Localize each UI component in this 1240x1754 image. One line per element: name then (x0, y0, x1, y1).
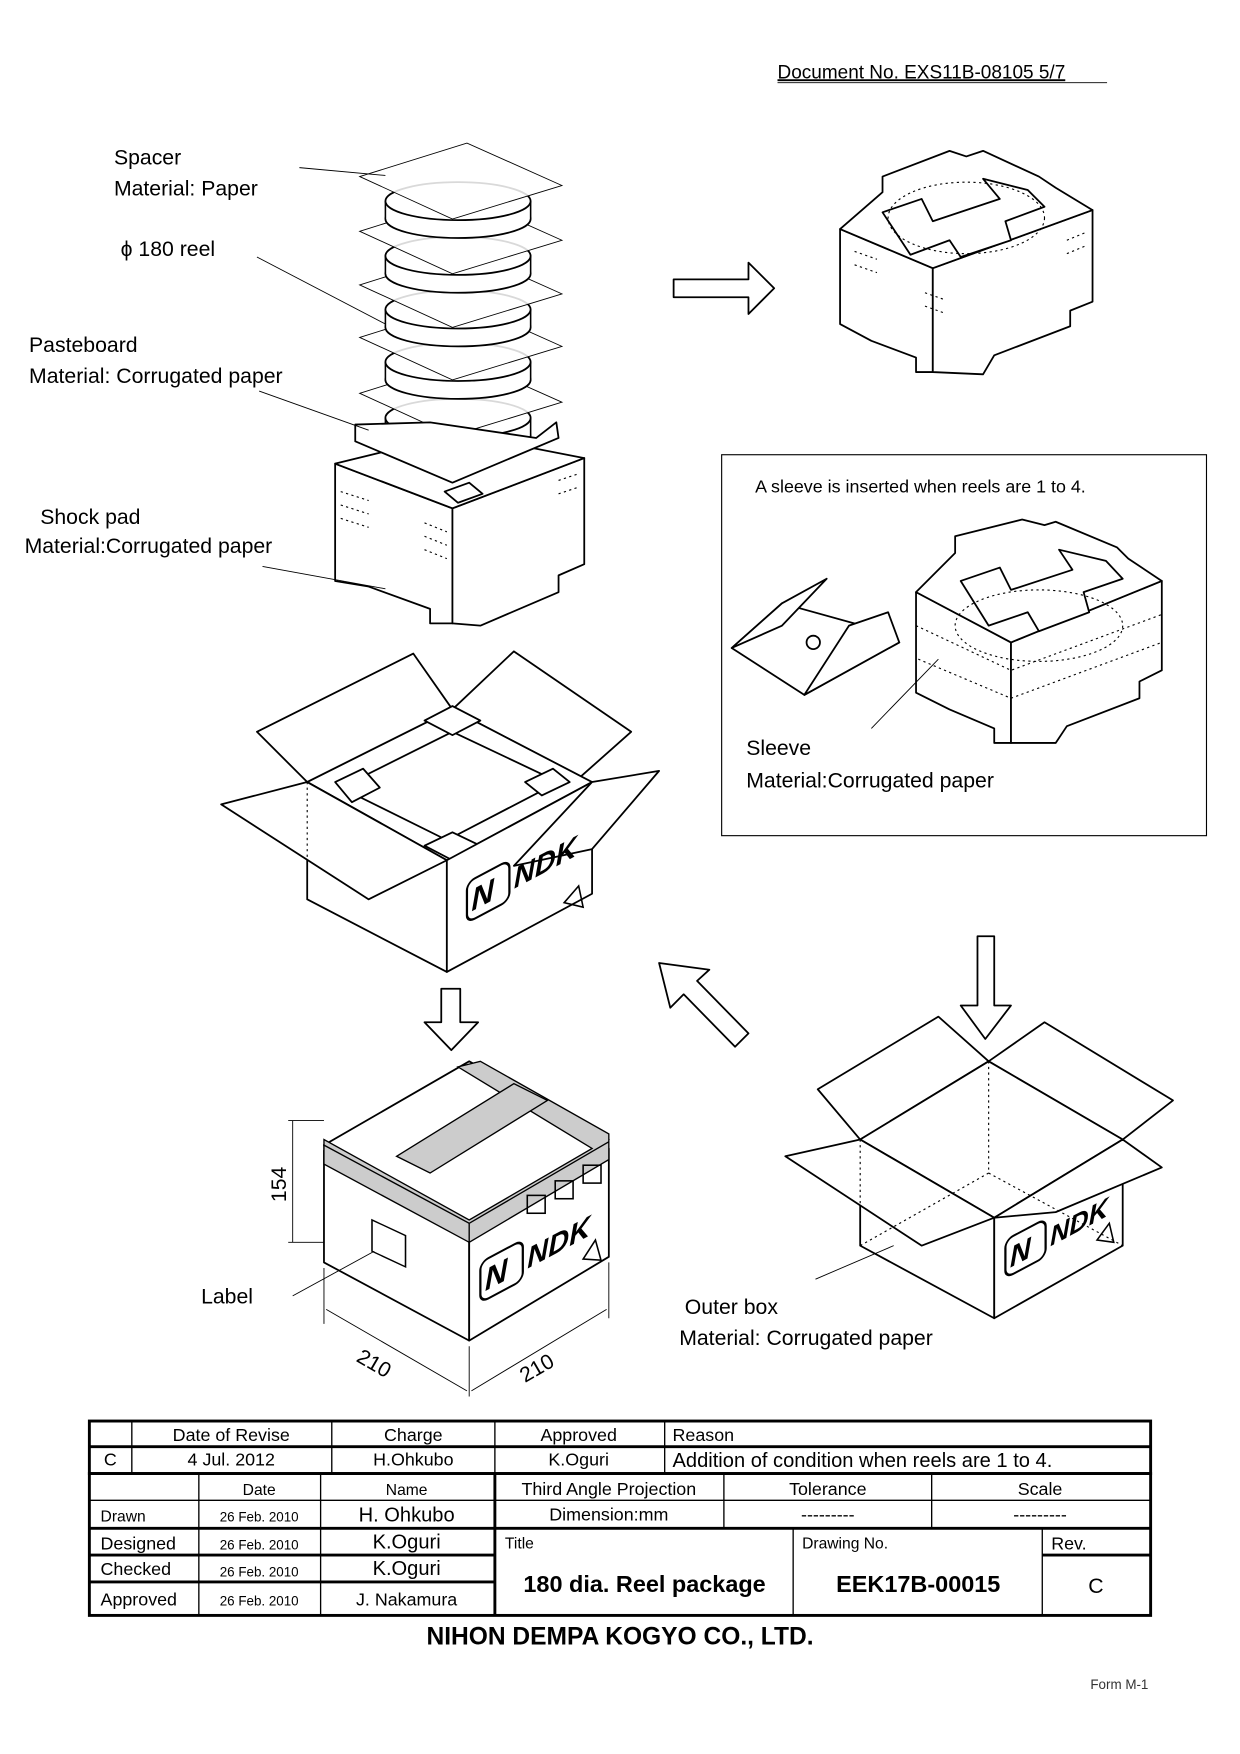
arrow-down-icon (423, 987, 480, 1052)
approved-name: J. Nakamura (356, 1589, 457, 1609)
header-charge: Charge (384, 1425, 443, 1445)
sleeve-illustration (730, 577, 901, 696)
drawing-number: EEK17B-00015 (836, 1571, 1000, 1597)
sleeve-note: A sleeve is inserted when reels are 1 to… (755, 477, 1086, 497)
title-label: Title (505, 1535, 534, 1552)
role-drawn: Drawn (101, 1509, 146, 1526)
designed-name: K.Oguri (373, 1531, 441, 1553)
sleeved-shock-pad (915, 518, 1163, 744)
svg-text:N: N (471, 872, 494, 919)
svg-text:N: N (485, 1252, 508, 1299)
header-date-of-revise: Date of Revise (173, 1425, 290, 1445)
handling-symbols-icon (526, 1164, 602, 1215)
shock-pad-label: Shock pad (40, 506, 140, 529)
drawn-name: H. Ohkubo (359, 1505, 455, 1527)
drawn-date: 26 Feb. 2010 (220, 1510, 299, 1525)
document-number: Document No. EXS11B-08105 5/7 (778, 62, 1066, 83)
shock-pad-box (334, 421, 586, 627)
revision-table: Date of Revise Charge Approved Reason C … (87, 1419, 1153, 1475)
drawing-title: 180 dia. Reel package (523, 1571, 765, 1597)
scale-value: --------- (1013, 1504, 1067, 1524)
label-callout: Label (201, 1286, 253, 1309)
sleeve-material-label: Material:Corrugated paper (746, 770, 994, 793)
drawing-no-label: Drawing No. (802, 1535, 888, 1552)
checked-name: K.Oguri (373, 1558, 441, 1580)
header-name: Name (386, 1482, 428, 1499)
tolerance-label: Tolerance (789, 1479, 867, 1499)
reel-label: ϕ 180 reel (121, 238, 215, 261)
signoff-table: Date Name Drawn 26 Feb. 2010 H. Ohkubo D… (87, 1472, 1153, 1617)
svg-text:N: N (1010, 1230, 1032, 1274)
revision-letter: C (104, 1450, 117, 1470)
header-approved: Approved (540, 1425, 616, 1445)
outer-box: N NDK (784, 1015, 1174, 1320)
header-reason: Reason (673, 1425, 735, 1445)
checked-date: 26 Feb. 2010 (220, 1564, 299, 1579)
dimension-height: 154 (268, 1166, 291, 1202)
company-name: NIHON DEMPA KOGYO CO., LTD. (426, 1623, 813, 1650)
shock-pad-material-label: Material:Corrugated paper (25, 535, 273, 558)
spacer-sheet (358, 142, 564, 220)
pasteboard-material-label: Material: Corrugated paper (29, 365, 283, 388)
outer-box-material-label: Material: Corrugated paper (679, 1327, 933, 1350)
reel-stack-illustration (256, 142, 586, 627)
arrow-right-icon (672, 261, 776, 315)
approved-date: 26 Feb. 2010 (220, 1593, 299, 1608)
arrow-up-left-icon (658, 962, 750, 1048)
revision-charge: H.Ohkubo (373, 1450, 453, 1470)
revision-approved: K.Oguri (548, 1450, 609, 1470)
role-approved: Approved (101, 1589, 177, 1609)
rev-value: C (1088, 1575, 1103, 1598)
sleeve-label: Sleeve (746, 737, 811, 760)
closed-box: N NDK (288, 1060, 610, 1397)
role-designed: Designed (101, 1534, 176, 1554)
role-checked: Checked (101, 1559, 172, 1579)
dimension-width: 210 (353, 1345, 395, 1383)
scale-label: Scale (1018, 1479, 1063, 1499)
outer-box-label: Outer box (685, 1296, 779, 1319)
spacer-material-label: Material: Paper (114, 178, 258, 201)
sleeve-note-panel (721, 454, 1208, 837)
designed-date: 26 Feb. 2010 (220, 1538, 299, 1553)
rev-label: Rev. (1051, 1534, 1086, 1554)
arrow-down-icon (959, 935, 1012, 1040)
form-number: Form M-1 (1090, 1677, 1148, 1692)
pasteboard-label: Pasteboard (29, 334, 138, 357)
header-date: Date (243, 1482, 276, 1499)
projection: Third Angle Projection (521, 1479, 696, 1499)
dimension-depth: 210 (516, 1350, 558, 1388)
revision-reason: Addition of condition when reels are 1 t… (673, 1450, 1053, 1472)
assembled-shock-pad (839, 149, 1094, 376)
dimension-unit: Dimension:mm (549, 1504, 668, 1524)
spacer-label: Spacer (114, 146, 181, 169)
tolerance-value: --------- (801, 1504, 855, 1524)
open-box-with-pad: N NDK (220, 650, 660, 973)
revision-date: 4 Jul. 2012 (188, 1450, 275, 1470)
